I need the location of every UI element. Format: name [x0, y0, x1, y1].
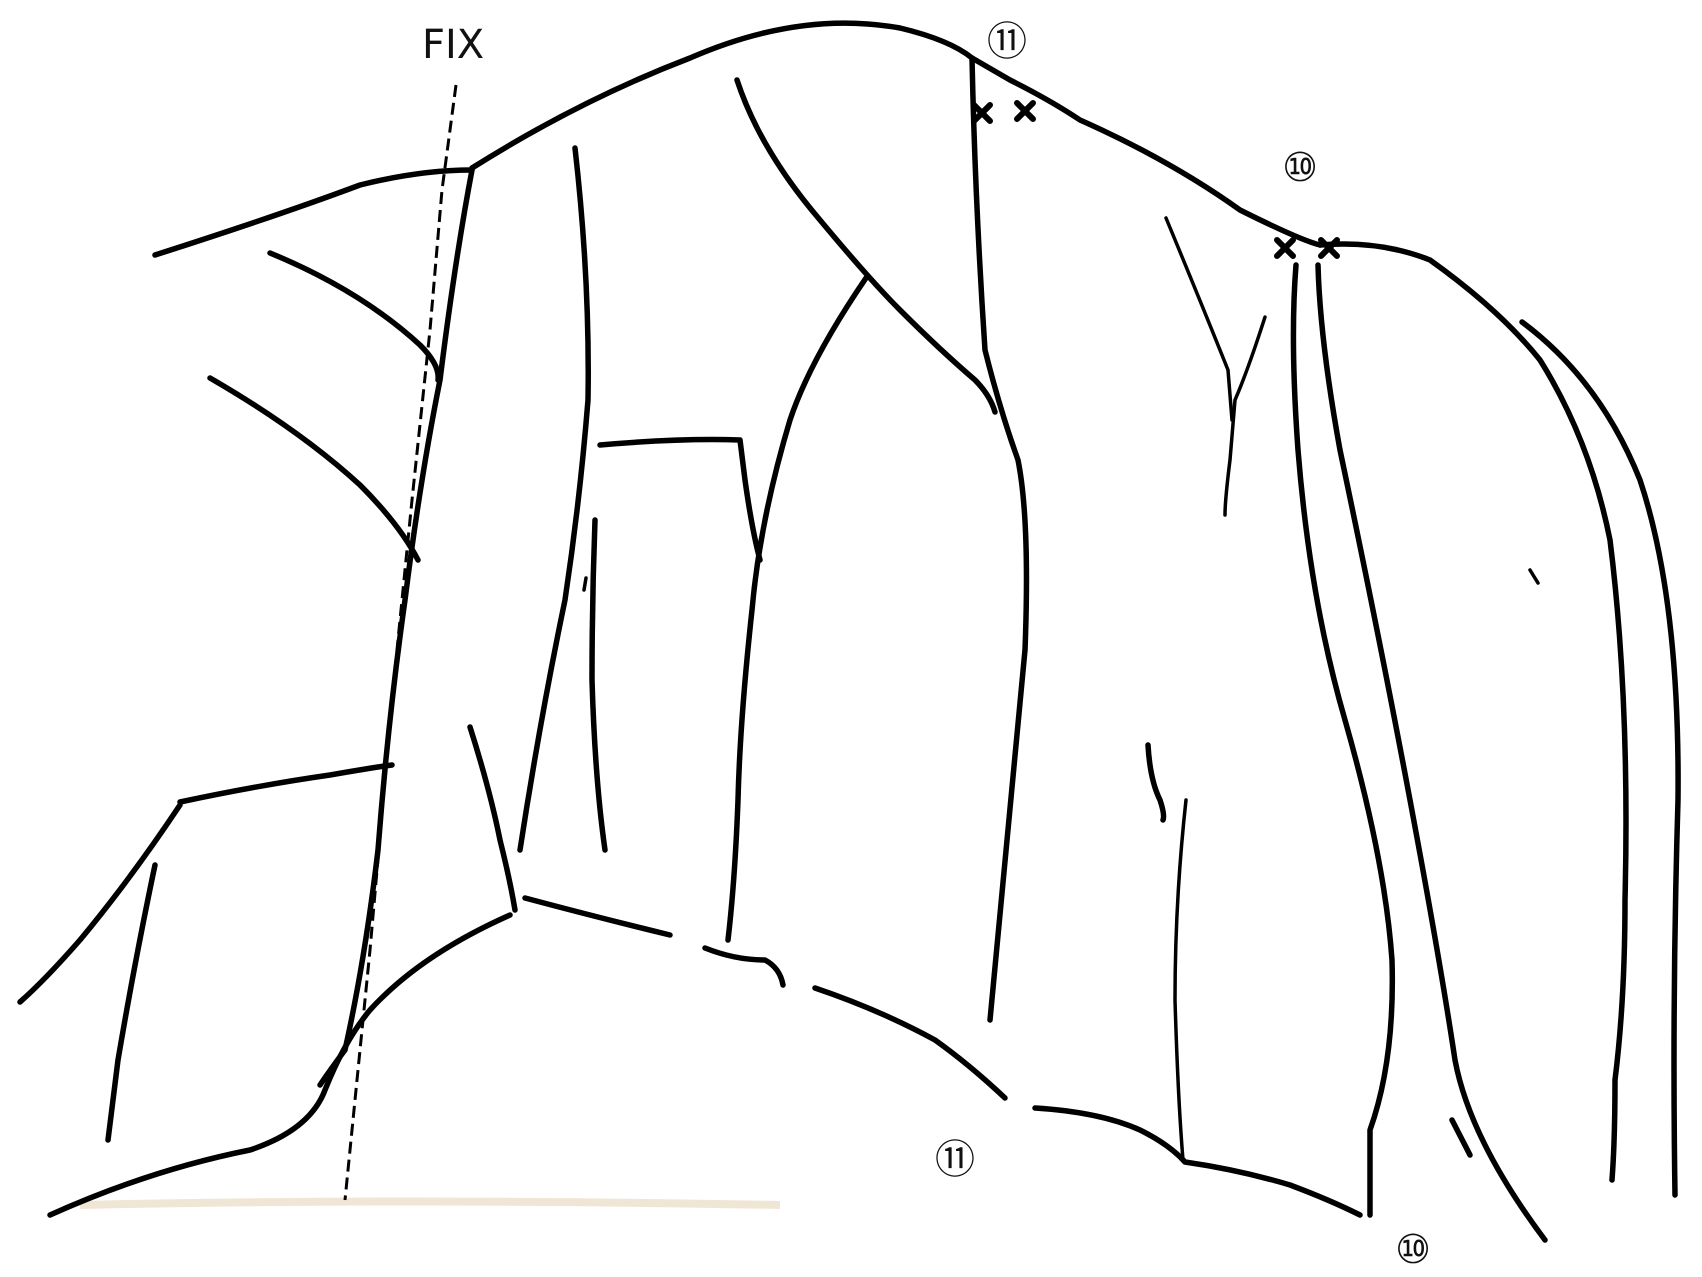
- fix-label: FIX: [422, 22, 484, 68]
- route-10-bottom-label: ⑩: [1395, 1227, 1431, 1273]
- rock-block-tick: [584, 578, 586, 590]
- paper-smudge: [80, 1202, 780, 1206]
- route-10-top-label: ⑩: [1282, 145, 1318, 191]
- route-11-top-label: ⑪: [987, 19, 1027, 65]
- route-11-bottom-label: ⑪: [935, 1137, 975, 1183]
